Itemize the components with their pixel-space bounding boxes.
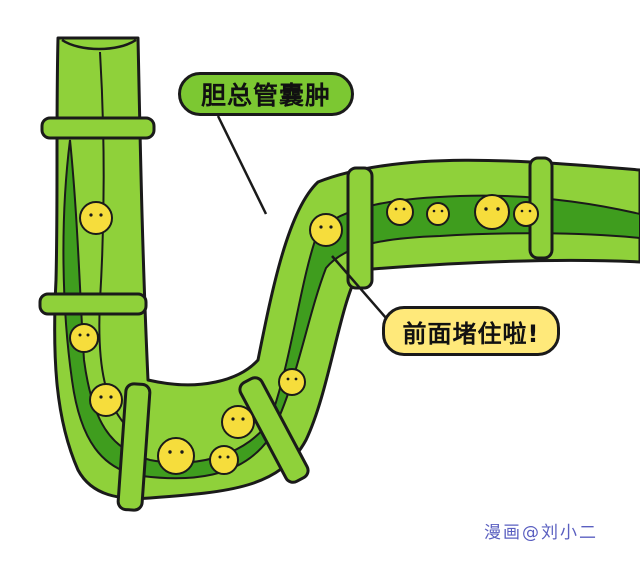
- gallstone-3: [89, 383, 123, 417]
- duct-label-pointer: [216, 115, 268, 215]
- duct-band-1: [40, 116, 156, 140]
- duct-label: 胆总管囊肿: [178, 72, 354, 116]
- gallstone-blocked: [309, 213, 343, 247]
- duct-band-3: [116, 382, 152, 512]
- gallstone-2: [69, 323, 99, 353]
- gallstone-11: [513, 201, 539, 227]
- blocked-label-pointer: [331, 255, 387, 319]
- gallstone-6: [221, 405, 255, 439]
- gallstone-7: [278, 368, 306, 396]
- gallstone-1: [79, 201, 113, 235]
- artist-signature: 漫画@刘小二: [484, 523, 598, 543]
- blocked-label: 前面堵住啦!: [382, 306, 560, 356]
- gallstone-4: [157, 437, 195, 475]
- duct-band-5: [346, 166, 374, 290]
- gallstone-8: [386, 198, 414, 226]
- gallstone-9: [426, 202, 450, 226]
- gallstone-10: [474, 194, 510, 230]
- gallstone-5: [209, 445, 239, 475]
- duct-band-2: [38, 292, 148, 316]
- duct-band-4: [238, 376, 310, 484]
- duct-top-opening: [61, 38, 137, 51]
